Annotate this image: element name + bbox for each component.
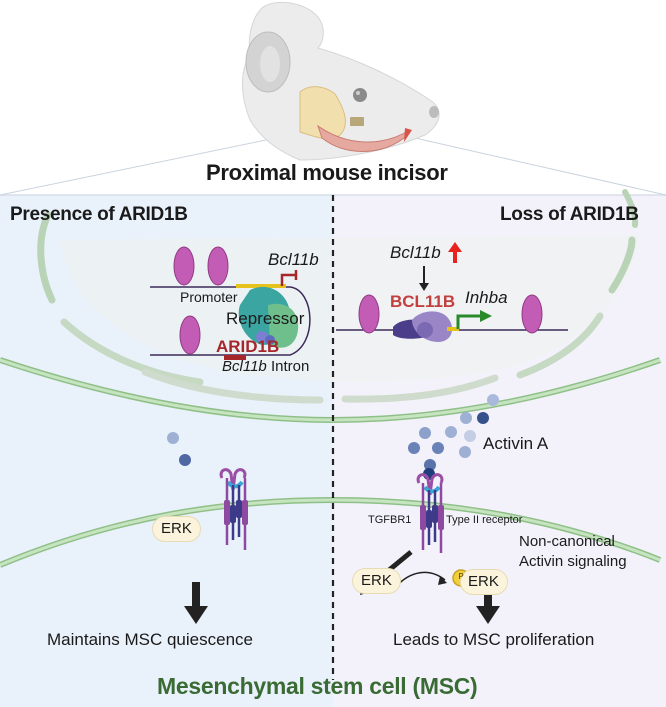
nucleosome <box>207 246 229 286</box>
arrow-right-outcome <box>476 585 500 624</box>
type-ii-receptor-label: Type II receptor <box>446 514 523 526</box>
pathway-label-line2: Activin signaling <box>519 553 627 570</box>
zoom-line-left <box>0 133 296 196</box>
bcl11b-intron-label: Bcl11b Intron <box>222 358 309 375</box>
bcl11b-protein-label: BCL11B <box>390 292 456 311</box>
promoter-label: Promoter <box>180 289 238 305</box>
pathway-label-line1: Non-canonical <box>519 533 615 550</box>
upregulation-arrow-icon <box>448 242 462 263</box>
tgfbr1-label: TGFBR1 <box>368 514 412 526</box>
bcl11b-gene-label: Bcl11b <box>268 250 319 269</box>
left-outcome-label: Maintains MSC quiescence <box>47 630 253 649</box>
right-panel-header: Loss of ARID1B <box>500 204 639 225</box>
mouse-head-illustration <box>242 1 440 161</box>
activin-a-label: Activin A <box>483 434 549 453</box>
phosphate-label: P <box>458 572 464 581</box>
phosphorylation-arrowhead <box>438 576 447 585</box>
receptor-complex-right <box>416 473 444 553</box>
lower-cell-membrane-inner <box>0 498 661 567</box>
bcl11b-upregulated-label: Bcl11b <box>390 243 441 262</box>
receptor-complex-left <box>219 468 248 550</box>
left-panel-header: Presence of ARID1B <box>10 204 188 225</box>
pathway-label: Non-canonical Activin signaling <box>519 532 627 572</box>
nucleosome <box>173 246 195 286</box>
nucleosome <box>358 294 380 334</box>
erk-node-left: ERK <box>152 516 201 542</box>
nucleosome <box>179 315 201 355</box>
inhba-gene-label: Inhba <box>465 288 508 307</box>
arid1b-label: ARID1B <box>216 337 280 356</box>
repressor-complex <box>238 286 299 348</box>
left-chromatin <box>150 246 311 360</box>
nucleosome <box>521 294 543 334</box>
right-outcome-label: Leads to MSC proliferation <box>393 630 595 649</box>
erk-node-right: ERK <box>352 568 401 594</box>
intron-word: Intron <box>270 358 310 375</box>
right-chromatin <box>336 242 568 342</box>
intron-gene-name: Bcl11b <box>222 358 267 375</box>
bcl11b-complex <box>393 311 453 342</box>
phospho-erk-node: ERK <box>460 569 508 595</box>
arrow-left-outcome <box>184 582 208 624</box>
nucleus <box>37 189 640 404</box>
zoom-line-right <box>414 137 666 196</box>
figure-footer: Mesenchymal stem cell (MSC) <box>157 673 478 699</box>
figure-title: Proximal mouse incisor <box>206 160 448 185</box>
repressor-label: Repressor <box>226 309 305 328</box>
